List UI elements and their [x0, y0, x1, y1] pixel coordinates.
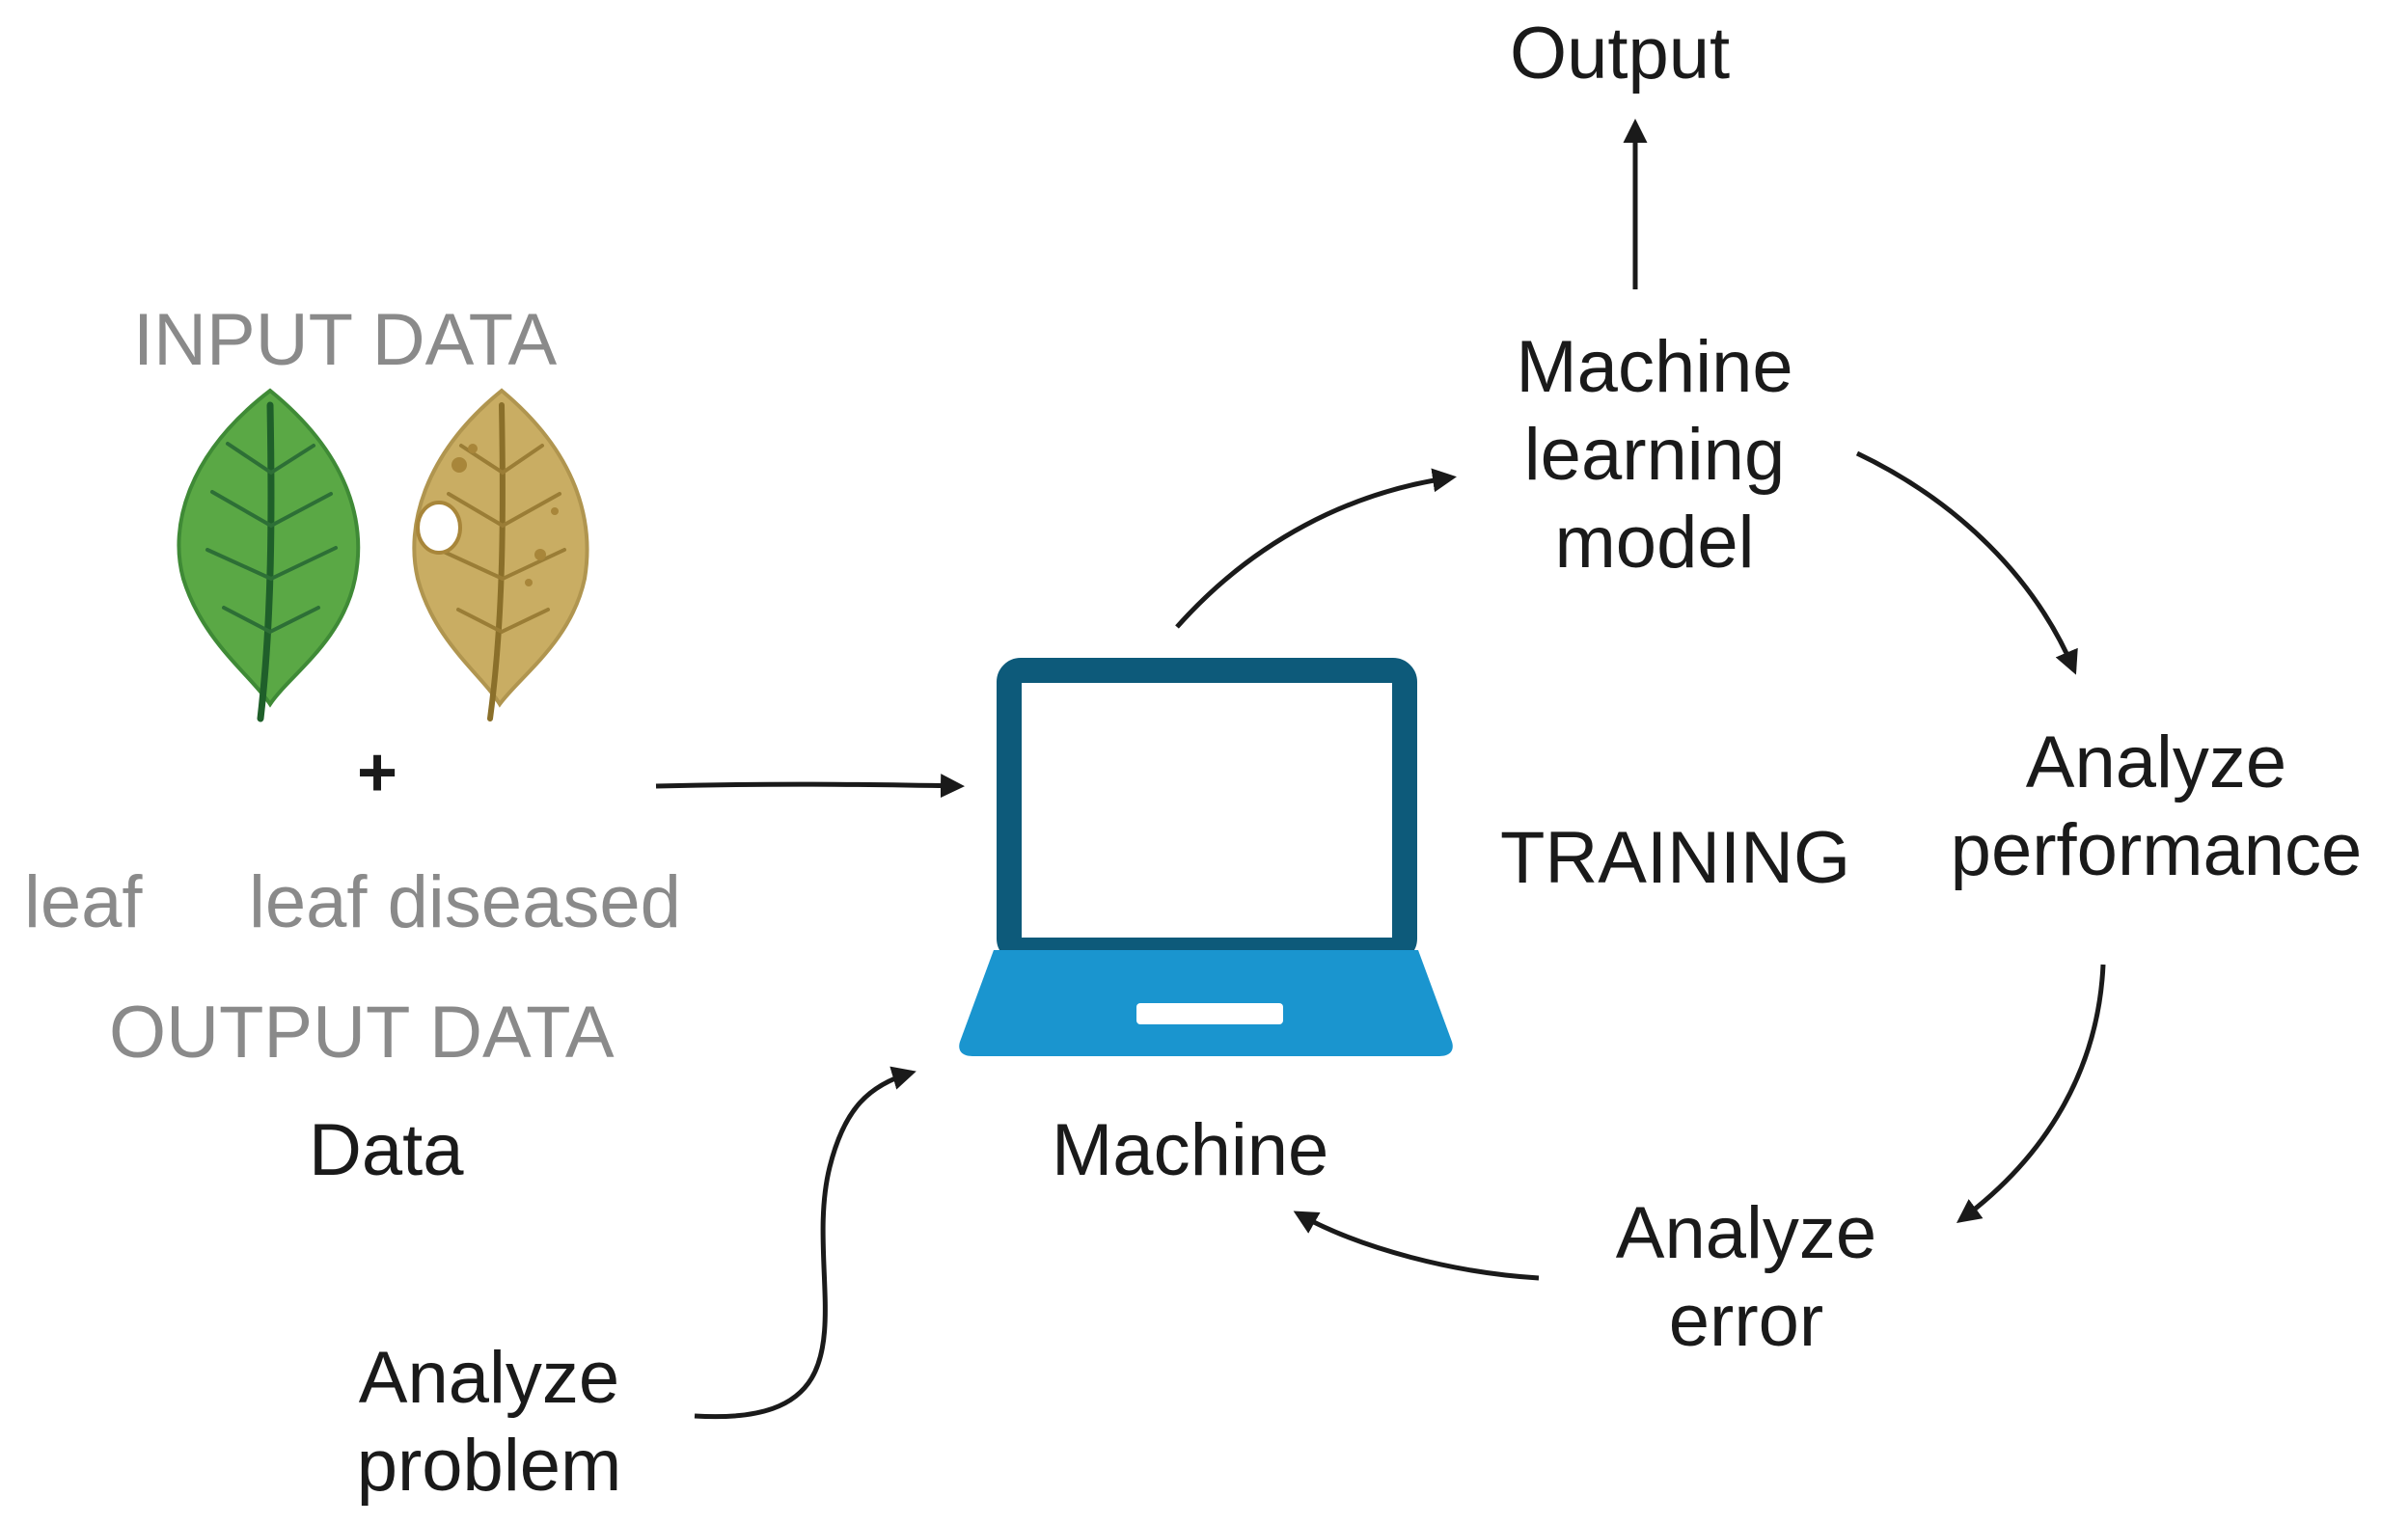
diseased-leaf-icon [412, 388, 589, 721]
arrow-machine-to-model [1175, 468, 1457, 629]
output-data-title: OUTPUT DATA [109, 992, 615, 1074]
healthy-leaf-icon [177, 388, 361, 722]
ml-model-label: Machine learning model [1516, 323, 1792, 587]
arrow-performance-to-error [1956, 964, 2106, 1223]
arrow-error-to-machine [1293, 1211, 1540, 1281]
label-leaf: leaf [24, 861, 143, 943]
arrow-model-to-analyze-performance [1855, 450, 2078, 675]
input-data-title: INPUT DATA [133, 299, 558, 381]
analyze-error-label: Analyze error [1616, 1189, 1876, 1365]
laptop-icon [959, 658, 1453, 1056]
machine-label: Machine [1052, 1109, 1329, 1191]
analyze-performance-line-2: performance [1950, 809, 2363, 892]
plus-sign: + [357, 734, 398, 811]
label-leaf-diseased: leaf diseased [249, 861, 681, 943]
analyze-problem-line-2: problem [356, 1425, 622, 1508]
analyze-problem-line-1: Analyze [358, 1337, 620, 1419]
analyze-performance-label: Analyze performance [1951, 719, 2363, 894]
analyze-problem-label: Analyze problem [357, 1334, 622, 1510]
ml-model-line-3: model [1554, 502, 1755, 585]
analyze-performance-line-1: Analyze [2025, 721, 2287, 803]
arrow-data-to-machine [655, 774, 965, 799]
output-label: Output [1510, 13, 1731, 95]
data-label: Data [309, 1109, 464, 1191]
analyze-error-line-2: error [1668, 1280, 1824, 1363]
training-label: TRAINING [1500, 817, 1851, 899]
ml-model-line-1: Machine [1516, 326, 1793, 408]
ml-model-line-2: learning [1523, 414, 1786, 497]
arrow-problem-to-machine [694, 1066, 917, 1420]
analyze-error-line-1: Analyze [1615, 1192, 1877, 1274]
